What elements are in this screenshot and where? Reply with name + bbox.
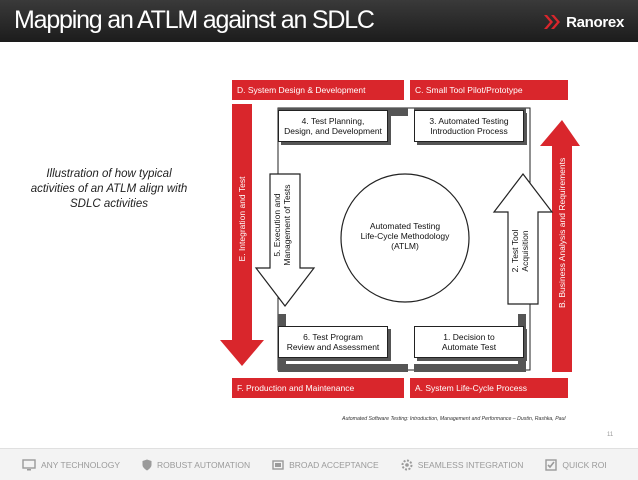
center-line1: Automated Testing	[369, 221, 441, 231]
phase-f-label: F. Production and Maintenance	[237, 383, 355, 393]
ranorex-logo: Ranorex	[542, 12, 624, 32]
footer-item-any-technology: ANY TECHNOLOGY	[22, 458, 121, 471]
step-2-label: 2. Test Tool Acquisition	[510, 201, 536, 301]
check-icon	[545, 458, 558, 471]
page-number: 11	[607, 432, 614, 438]
slide-header: Mapping an ATLM against an SDLC Ranorex	[0, 0, 638, 42]
atlm-sdlc-diagram: D. System Design & Development C. Small …	[218, 78, 580, 404]
phase-b-label: B. Business Analysis and Requirements	[557, 157, 567, 308]
folder-icon	[272, 459, 284, 470]
phase-e-label: E. Integration and Test	[237, 176, 247, 262]
footer-item-quick-roi: QUICK ROI	[545, 458, 607, 471]
footer-item-broad-acceptance: BROAD ACCEPTANCE	[272, 459, 379, 471]
atlm-center-label: Automated Testing Life-Cycle Methodology…	[345, 221, 465, 251]
step-5-label: 5. Execution and Management of Tests	[272, 175, 298, 275]
footer-item-robust-automation: ROBUST AUTOMATION	[142, 459, 250, 471]
source-footnote: Automated Software Testing: Introduction…	[342, 416, 566, 422]
step-3-box: 3. Automated Testing Introduction Proces…	[414, 110, 524, 142]
footer-label: ANY TECHNOLOGY	[41, 459, 121, 470]
step-4-box: 4. Test Planning, Design, and Developmen…	[278, 110, 388, 142]
phase-a-label: A. System Life-Cycle Process	[415, 383, 527, 393]
slide-title: Mapping an ATLM against an SDLC	[14, 6, 375, 34]
step-3-line1: 3. Automated Testing	[429, 116, 509, 126]
footer-label: SEAMLESS INTEGRATION	[417, 459, 524, 470]
step-6-box: 6. Test Program Review and Assessment	[278, 326, 388, 358]
step-4-line2: Design, and Development	[284, 126, 382, 136]
step-1-line1: 1. Decision to	[443, 332, 495, 342]
center-line3: (ATLM)	[391, 241, 419, 251]
phase-d-label: D. System Design & Development	[237, 85, 366, 95]
step-2-line2: Acquisition	[520, 230, 530, 272]
phase-c-label: C. Small Tool Pilot/Prototype	[415, 85, 523, 95]
footer-label: ROBUST AUTOMATION	[157, 459, 251, 470]
brand-name: Ranorex	[566, 13, 624, 31]
footer-label: QUICK ROI	[562, 459, 607, 470]
footer-item-seamless-integration: SEAMLESS INTEGRATION	[401, 459, 524, 471]
slide-footer: ANY TECHNOLOGY ROBUST AUTOMATION BROAD A…	[0, 448, 638, 480]
footer-label: BROAD ACCEPTANCE	[289, 459, 379, 470]
step-6-line2: Review and Assessment	[286, 342, 380, 352]
gear-icon	[401, 459, 413, 470]
phase-arrows	[220, 80, 580, 398]
step-6-line1: 6. Test Program	[303, 332, 363, 342]
step-3-line2: Introduction Process	[430, 126, 508, 136]
ranorex-logo-icon	[544, 15, 561, 29]
step-4-line1: 4. Test Planning,	[301, 116, 365, 126]
center-line2: Life-Cycle Methodology	[360, 231, 450, 241]
step-5-line2: Management of Tests	[282, 184, 292, 266]
monitor-icon	[22, 458, 36, 470]
diagram-caption: Illustration of how typical activities o…	[30, 168, 188, 210]
step-1-line2: Automate Test	[441, 342, 497, 352]
step-2-line1: 2. Test Tool	[510, 229, 520, 273]
step-1-box: 1. Decision to Automate Test	[414, 326, 524, 358]
shield-icon	[142, 459, 152, 470]
step-5-line1: 5. Execution and	[272, 193, 282, 257]
